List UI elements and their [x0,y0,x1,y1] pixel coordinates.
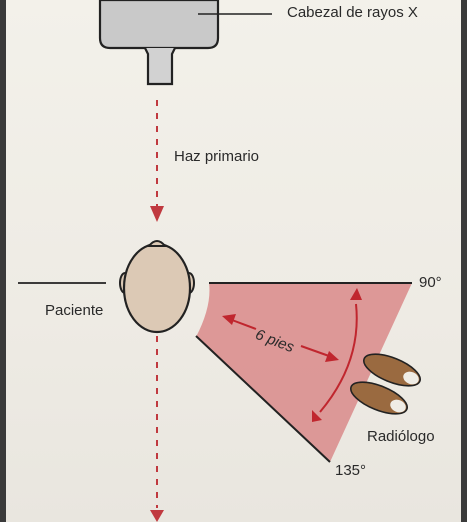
angle-90-label: 90° [419,274,442,291]
primary-beam-label: Haz primario [174,148,259,165]
head-icon [120,241,194,332]
patient-label: Paciente [45,302,103,319]
exit-beam-arrowhead [150,510,164,522]
operator-label: Radiólogo [367,428,435,445]
tube-head-label: Cabezal de rayos X [287,4,418,21]
tube-head-icon [100,0,218,84]
primary-beam-arrowhead [150,206,164,222]
angle-135-label: 135° [335,462,366,479]
